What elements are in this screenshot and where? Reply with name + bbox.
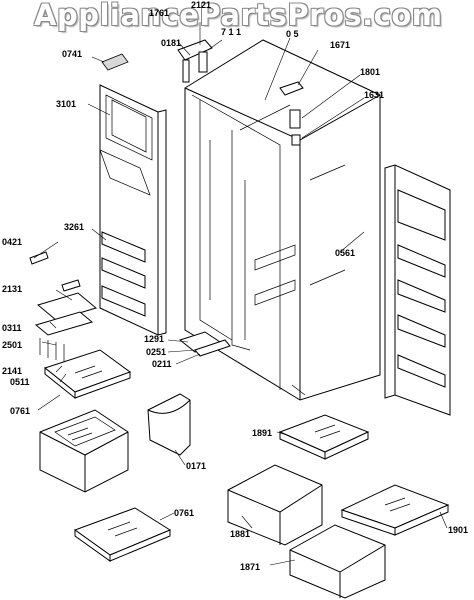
- part-label: 1671: [330, 40, 351, 50]
- left-components: [29, 251, 231, 362]
- part-label: 1631: [364, 90, 385, 100]
- part-label: 1801: [360, 67, 381, 77]
- part-label: 1891: [252, 428, 273, 438]
- cabinet: [184, 39, 381, 401]
- part-label: 0741: [62, 49, 83, 59]
- part-label: 0511: [10, 377, 30, 387]
- part-label: 0421: [2, 237, 23, 247]
- part-label: 1761: [149, 8, 170, 18]
- part-label: 0171: [186, 461, 207, 471]
- part-label: 0311: [2, 323, 22, 333]
- right-shelves: [227, 414, 450, 599]
- part-label: 3101: [56, 99, 77, 109]
- part-label: 0181: [161, 38, 182, 48]
- part-label: 1881: [230, 529, 251, 539]
- right-door: [384, 164, 451, 416]
- leader-lines: [33, 12, 448, 566]
- part-label: 0 5: [286, 29, 299, 39]
- part-label: 7 1 1: [221, 27, 242, 37]
- part-label: 3261: [64, 222, 85, 232]
- top-hinges: [101, 39, 304, 146]
- part-label: 0211: [152, 359, 172, 369]
- part-label: 2131: [2, 284, 23, 294]
- left-door: [99, 84, 167, 336]
- part-label: 1901: [448, 525, 469, 535]
- part-label: 2141: [2, 366, 23, 376]
- part-label: 0761: [10, 406, 31, 416]
- part-label: 1291: [144, 334, 165, 344]
- part-label: 2121: [191, 0, 212, 10]
- left-shelves: [39, 349, 191, 562]
- part-label: 0761: [174, 508, 195, 518]
- part-label: 2501: [2, 340, 23, 350]
- part-label: 0251: [146, 347, 167, 357]
- part-label: 1871: [240, 562, 261, 572]
- part-label: 0561: [335, 248, 356, 258]
- watermark: AppliancePartsPros.com: [34, 0, 443, 32]
